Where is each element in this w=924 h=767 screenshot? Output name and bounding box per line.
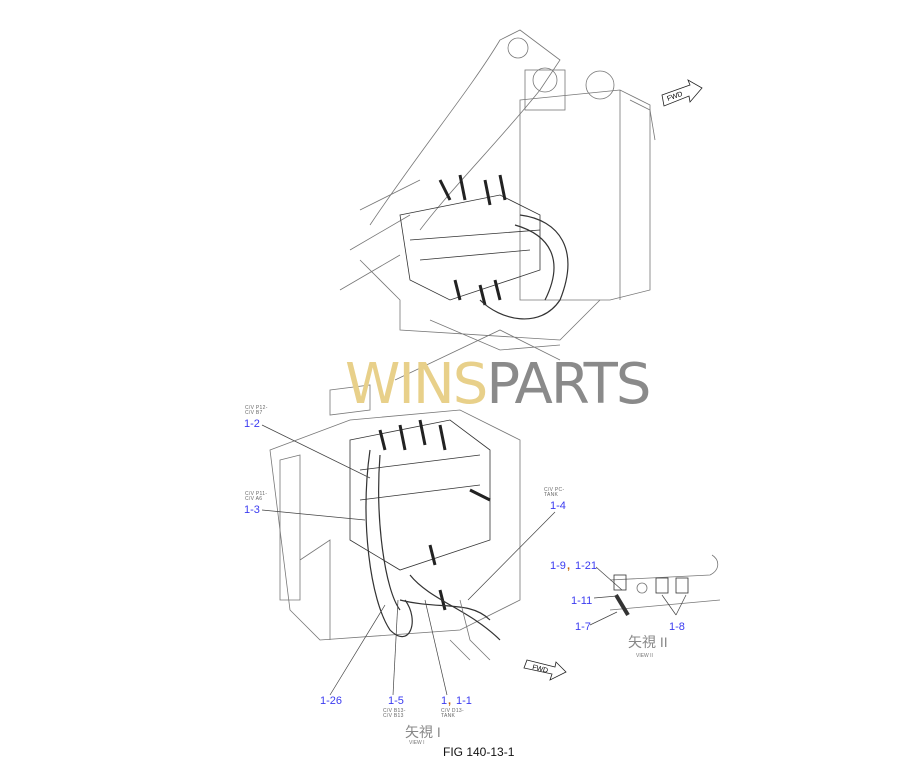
view-2-title: 矢視 II — [628, 634, 668, 650]
fwd-label-lower: FWD — [532, 664, 549, 675]
hydraulic-tank — [519, 89, 651, 301]
view-2-bracket — [609, 554, 721, 611]
callout-1-8[interactable]: 1-8 — [669, 621, 685, 633]
callout-1-2[interactable]: 1-2 — [244, 418, 260, 430]
lower-frame — [269, 409, 521, 641]
leader-lines — [261, 424, 687, 696]
callout-1-7[interactable]: 1-7 — [575, 621, 591, 633]
boom-pin — [507, 37, 529, 59]
figure-title: FIG 140-13-1 — [443, 745, 515, 759]
callout-note-1-2: C/V P12- C/V B7 — [245, 405, 268, 416]
watermark: WINSPARTS — [345, 352, 651, 417]
callout-note-1-1: C/V D13- TANK — [441, 708, 464, 719]
view-2-sub: VIEW II — [636, 653, 653, 659]
callout-1-21[interactable]: 1-21 — [575, 560, 598, 572]
callout-1-11[interactable]: 1-11 — [571, 595, 593, 607]
callout-1-26[interactable]: 1-26 — [320, 695, 343, 707]
callout-separator: , — [567, 560, 571, 572]
fwd-arrow-upper — [661, 79, 703, 107]
callout-note-1-4: C/V PC- TANK — [544, 487, 565, 498]
upper-frame — [359, 259, 601, 381]
lower-control-valve — [349, 419, 491, 571]
fwd-arrow-lower — [523, 659, 567, 681]
callout-1-9[interactable]: 1-9 — [550, 560, 566, 572]
view-1-sub: VIEW I — [409, 740, 425, 746]
watermark-left: WINS — [345, 352, 488, 417]
callout-1-5[interactable]: 1-5 — [388, 695, 404, 707]
watermark-right: PARTS — [486, 352, 651, 417]
callout-separator: , — [448, 695, 452, 707]
callout-1[interactable]: 1 — [441, 695, 448, 707]
callout-1-4[interactable]: 1-4 — [550, 500, 566, 512]
callout-1-3[interactable]: 1-3 — [244, 504, 260, 516]
upper-control-valve — [399, 194, 541, 301]
callout-note-1-3: C/V P11- C/V A6 — [245, 491, 268, 502]
callout-note-1-5: C/V B13- C/V B13 — [383, 708, 406, 719]
view-1-title: 矢視 I — [405, 724, 441, 740]
callout-1-1[interactable]: 1-1 — [456, 695, 472, 707]
